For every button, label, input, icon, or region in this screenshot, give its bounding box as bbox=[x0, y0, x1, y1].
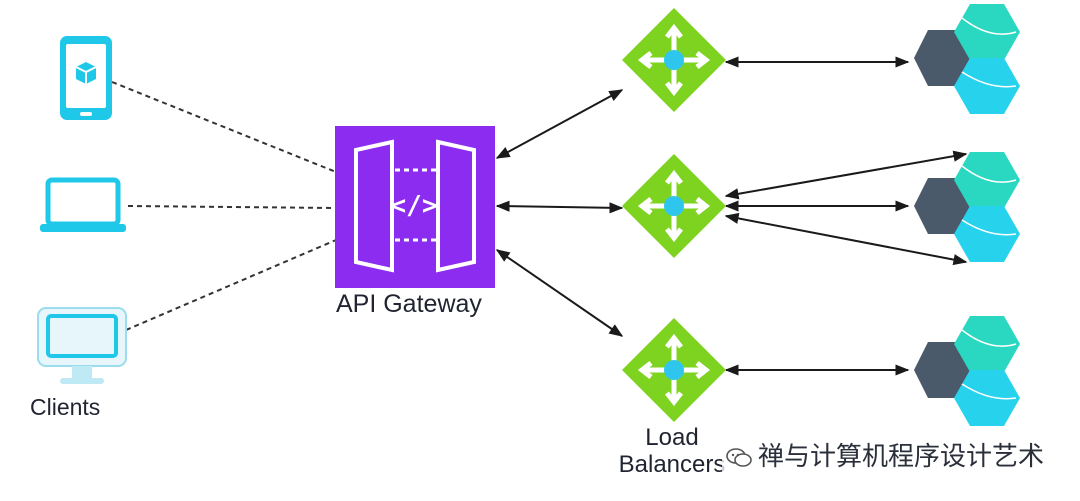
wechat-icon bbox=[726, 447, 752, 467]
service-cluster-icon bbox=[914, 316, 1020, 426]
load-balancers-label: Load Balancers bbox=[612, 424, 732, 478]
mobile-phone-icon bbox=[60, 36, 112, 120]
client-connectors bbox=[111, 81, 337, 331]
load-balancers-label-line1: Load bbox=[645, 424, 699, 451]
arrow-gw-lb3 bbox=[495, 249, 624, 337]
connector-laptop bbox=[127, 205, 337, 209]
service-cluster-icon bbox=[914, 4, 1020, 114]
load-balancer-icon bbox=[622, 8, 726, 112]
gateway-lb-arrows bbox=[495, 89, 624, 337]
arrow-lb2-svc2a bbox=[724, 150, 968, 200]
load-balancer-icon bbox=[622, 154, 726, 258]
api-gateway-label: API Gateway bbox=[336, 290, 482, 318]
arrow-gw-lb2 bbox=[495, 200, 624, 214]
watermark: 禅与计算机程序设计艺术 bbox=[722, 436, 1049, 473]
arrow-lb2-svc2c bbox=[724, 212, 968, 266]
lb-service-arrows bbox=[724, 56, 968, 376]
clients-label: Clients bbox=[30, 394, 101, 420]
load-balancer-icon bbox=[622, 318, 726, 422]
watermark-text: 禅与计算机程序设计艺术 bbox=[758, 442, 1045, 472]
connector-desktop bbox=[125, 239, 337, 331]
arrow-gw-lb1 bbox=[495, 89, 624, 159]
api-gateway-icon: </> bbox=[335, 126, 495, 288]
load-balancers-label-line2: Balancers bbox=[618, 451, 726, 478]
desktop-icon bbox=[37, 307, 127, 384]
connector-phone bbox=[111, 81, 337, 173]
code-brackets-glyph: </> bbox=[391, 191, 438, 221]
service-cluster-icon bbox=[914, 152, 1020, 262]
laptop-icon bbox=[40, 177, 126, 232]
